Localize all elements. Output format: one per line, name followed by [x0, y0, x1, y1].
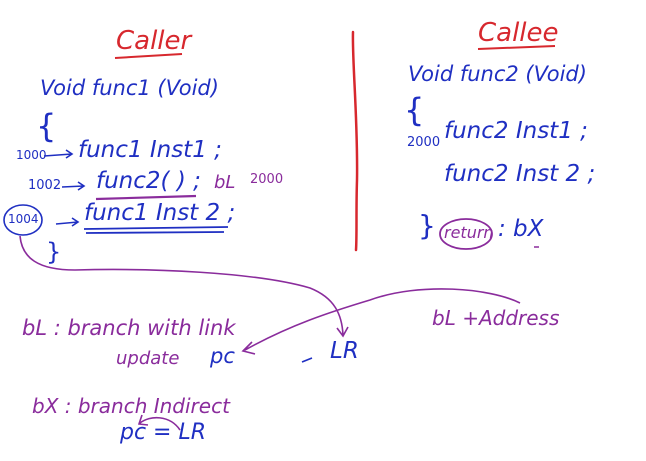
note-pc: pc — [210, 344, 235, 368]
caller-underline — [114, 53, 183, 59]
note-bl-address: bL +Address — [432, 306, 560, 330]
caller-signature: Void func1 (Void) — [40, 76, 219, 100]
divider-line — [351, 30, 359, 252]
caller-addr-1000: 1000 — [16, 148, 47, 162]
arrow-1002 — [61, 181, 86, 191]
callee-return-label: return — [444, 223, 494, 242]
caller-addr-1004: 1004 — [8, 212, 39, 226]
call-note-bl: bL — [214, 172, 236, 193]
pc-lr-arrow — [301, 357, 313, 363]
caller-line-2: func2( ) ; — [96, 168, 201, 194]
callee-underline — [477, 45, 556, 50]
address-to-pc-curve — [241, 288, 521, 355]
caller-line-1: func1 Inst1 ; — [78, 137, 222, 163]
bx-arrow — [137, 414, 181, 431]
callee-heading: Callee — [478, 18, 559, 48]
caller-heading: Caller — [116, 26, 192, 56]
callee-open-brace: { — [404, 91, 425, 129]
callee-line-1: func2 Inst1 ; — [444, 118, 588, 144]
inst2-underline — [83, 226, 229, 234]
callee-line-2: func2 Inst 2 ; — [444, 161, 596, 187]
callee-signature: Void func2 (Void) — [408, 62, 587, 86]
note-bl-definition: bL : branch with link — [22, 316, 236, 340]
note-bx-update: pc = LR — [120, 420, 207, 445]
addr-1004-circle — [3, 204, 43, 236]
caller-open-brace: { — [36, 107, 57, 145]
note-lr: LR — [330, 338, 359, 364]
return-address-curve — [19, 235, 349, 338]
note-bx-definition: bX : branch Indirect — [32, 394, 230, 418]
arrow-1000 — [43, 149, 74, 159]
arrow-1004 — [55, 217, 80, 227]
func2-call-underline — [95, 194, 197, 201]
callee-return-instr: : bX — [498, 216, 544, 242]
caller-addr-1002: 1002 — [28, 178, 62, 193]
caller-close-brace: } — [46, 238, 62, 266]
return-circle — [439, 218, 493, 250]
call-target-2000: 2000 — [250, 172, 284, 187]
callee-close-brace: } — [418, 209, 436, 242]
callee-addr-2000: 2000 — [407, 135, 441, 150]
note-bl-update: update — [116, 348, 180, 369]
caller-line-3: func1 Inst 2 ; — [84, 200, 236, 226]
